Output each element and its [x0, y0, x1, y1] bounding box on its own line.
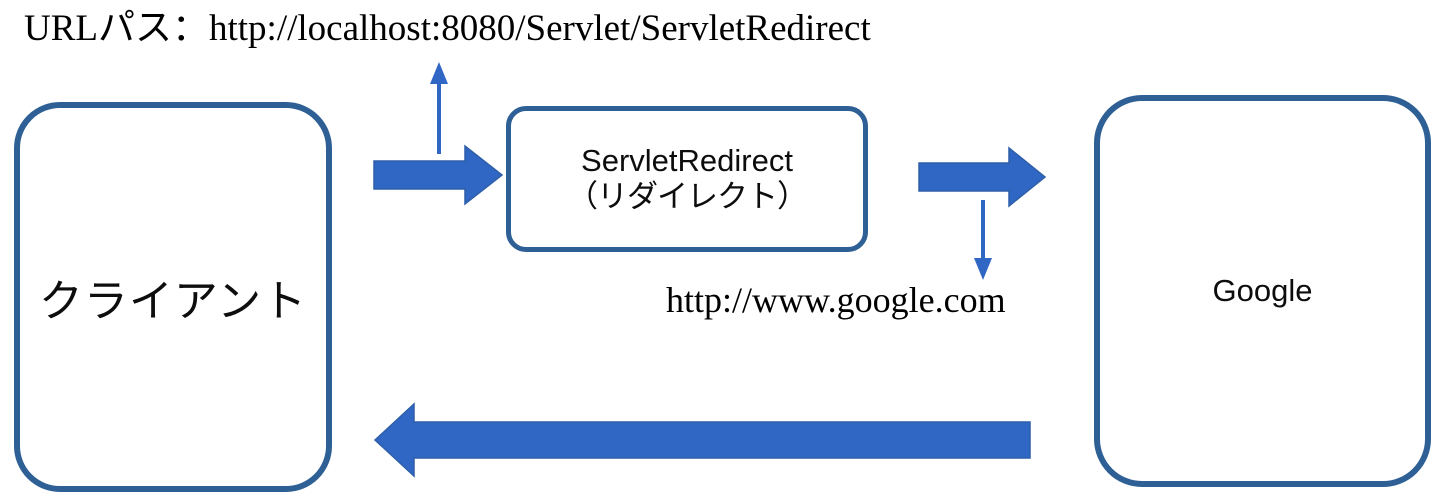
node-google-label: Google — [1212, 273, 1313, 308]
node-servlet-label-line1: ServletRedirect — [581, 143, 793, 179]
node-google-box: Google — [1094, 95, 1431, 487]
node-client-box: クライアント — [14, 102, 332, 492]
google-url-label: http://www.google.com — [666, 280, 1006, 320]
arrow-google-to-client-icon — [373, 402, 1031, 478]
arrow-servlet-to-google-icon — [918, 146, 1047, 208]
google-url-pointer-arrow-down-icon — [974, 200, 992, 280]
arrow-client-to-servlet-icon — [373, 144, 504, 206]
node-servlet-label-line2: （リダイレクト） — [567, 179, 808, 214]
node-servlet-box: ServletRedirect （リダイレクト） — [506, 106, 868, 252]
url-path-pointer-arrow-up-icon — [430, 62, 448, 154]
url-path-label: URLパス：http://localhost:8080/Servlet/Serv… — [24, 8, 871, 49]
node-client-label: クライアント — [38, 277, 308, 326]
